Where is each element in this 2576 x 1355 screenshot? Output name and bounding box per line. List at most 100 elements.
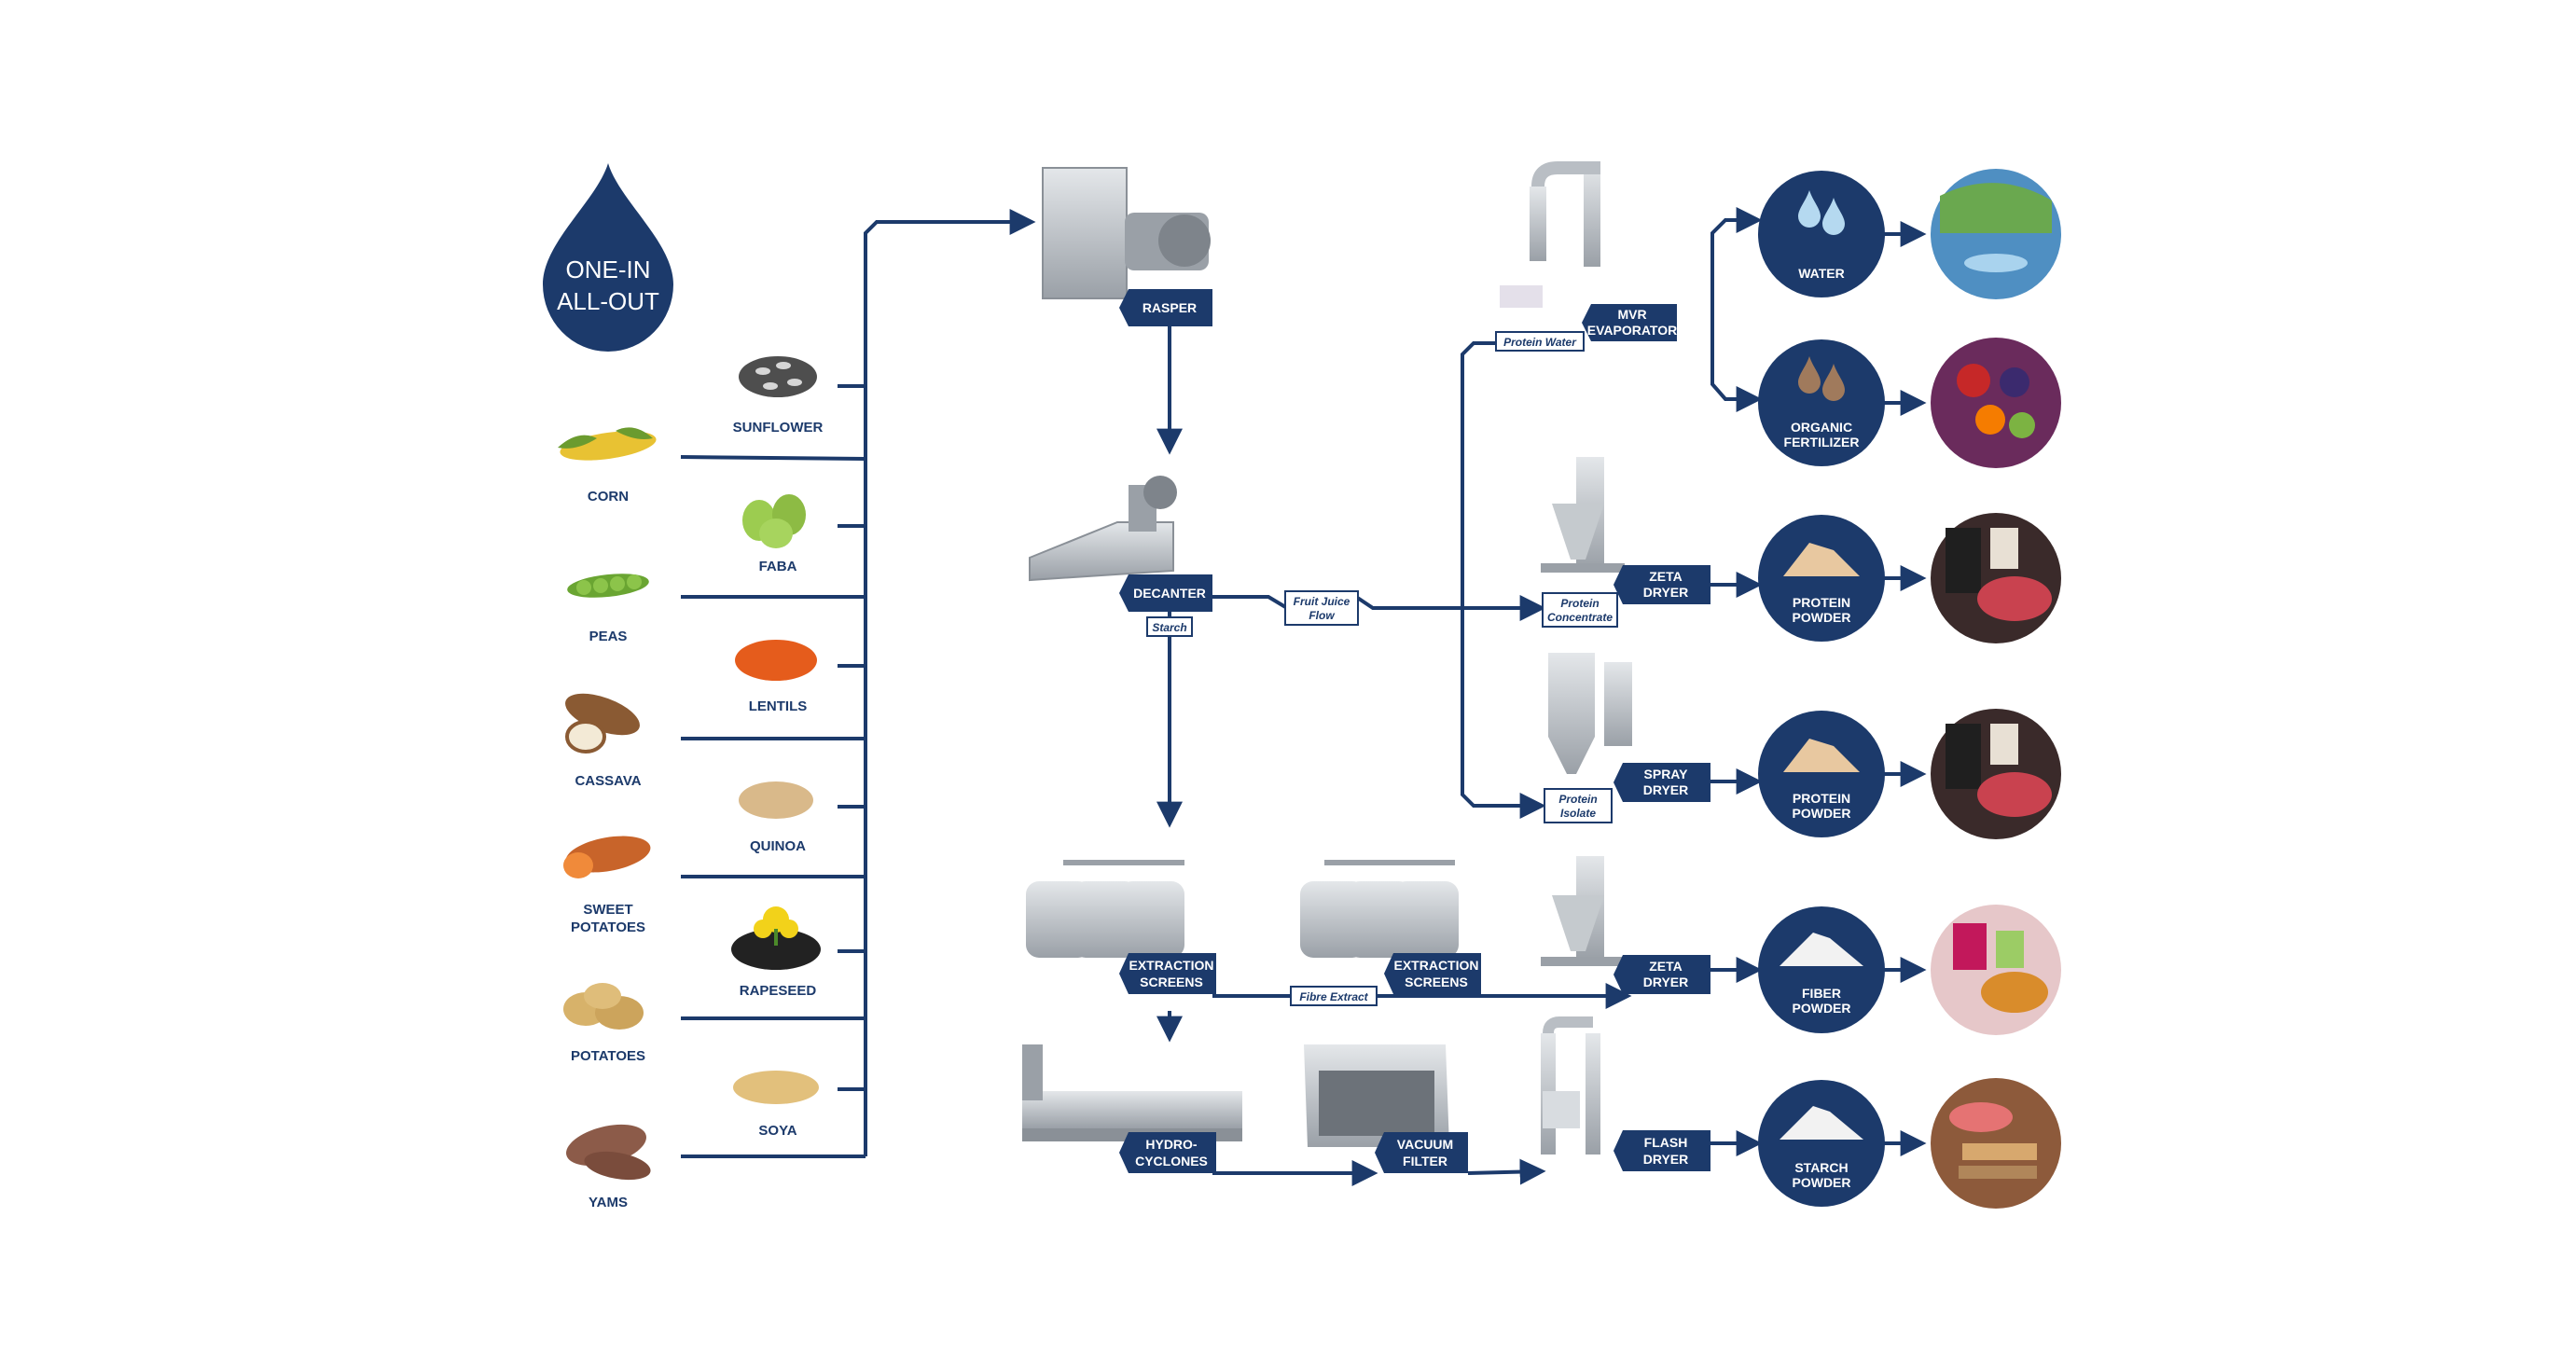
ext2-label-line1: EXTRACTION — [1394, 958, 1479, 973]
flow-protein-conc-line1: Protein — [1560, 597, 1599, 610]
sunflower-image — [739, 356, 817, 397]
hydrocyclones-tag: HYDRO- CYCLONES — [1119, 1132, 1216, 1173]
flow-protein-iso-line2: Isolate — [1560, 807, 1596, 820]
ext1-label-line1: EXTRACTION — [1129, 958, 1214, 973]
flow-fibre-extract: Fibre Extract — [1299, 990, 1368, 1003]
fertilizer-label-line2: FERTILIZER — [1784, 435, 1860, 449]
flow-starch: Starch — [1152, 621, 1186, 634]
output-circles: WATER ORGANIC FERTILIZER PROTEIN POWDER … — [1758, 171, 1885, 1207]
zeta1-label-line1: ZETA — [1649, 569, 1683, 584]
extraction-screens-2-tag: EXTRACTION SCREENS — [1384, 953, 1481, 994]
title-line1: ONE-IN — [566, 256, 651, 283]
process-lines — [1156, 207, 1927, 1186]
label-corn: CORN — [588, 489, 629, 505]
zeta-dryer-2-tag: ZETA DRYER — [1613, 955, 1710, 994]
decanter-machine — [1029, 476, 1177, 582]
decanter-label: DECANTER — [1133, 586, 1206, 601]
fruit-vegetables-photo — [1931, 338, 2061, 468]
vacuum-filter-machine — [1304, 1044, 1449, 1147]
organic-fertilizer-output: ORGANIC FERTILIZER — [1758, 339, 1885, 466]
flow-protein-water: Protein Water — [1503, 336, 1577, 349]
cassava-image — [565, 693, 640, 754]
zeta1-label-line2: DRYER — [1643, 585, 1689, 600]
extraction-screens-1-tag: EXTRACTION SCREENS — [1119, 953, 1216, 994]
hydrocyclones-machine — [1022, 1044, 1242, 1141]
sweet-potatoes-image — [563, 836, 651, 878]
product-images — [1931, 169, 2061, 1209]
vac-label-line1: VACUUM — [1397, 1137, 1453, 1152]
zeta-dryer-1-machine — [1541, 457, 1625, 573]
mvr-evaporator-machine — [1500, 161, 1600, 308]
rasper-label: RASPER — [1143, 300, 1197, 315]
starch-food-photo — [1931, 1078, 2061, 1209]
protein-food-photo-1 — [1931, 513, 2061, 643]
title-line2: ALL-OUT — [557, 287, 659, 315]
fiber-powder-output: FIBER POWDER — [1758, 906, 1885, 1033]
water-output: WATER — [1758, 171, 1885, 297]
protein-powder-2-output: PROTEIN POWDER — [1758, 711, 1885, 837]
extraction-screens-2-machine — [1300, 860, 1459, 958]
protein2-label-line2: POWDER — [1793, 806, 1851, 821]
ext1-label-line2: SCREENS — [1140, 975, 1203, 989]
water-label: WATER — [1798, 266, 1845, 281]
label-quinoa: QUINOA — [750, 838, 806, 854]
flow-protein-conc-line2: Concentrate — [1547, 611, 1613, 624]
flow-fruit-juice-line2: Flow — [1309, 609, 1335, 622]
label-peas: PEAS — [589, 629, 628, 644]
lentils-image — [735, 640, 817, 681]
protein1-label-line1: PROTEIN — [1793, 595, 1850, 610]
label-yams: YAMS — [589, 1195, 628, 1210]
yams-image — [566, 1124, 651, 1181]
protein-powder-1-output: PROTEIN POWDER — [1758, 515, 1885, 642]
corn-image — [558, 427, 657, 461]
hydro-label-line2: CYCLONES — [1135, 1154, 1208, 1168]
rasper-machine — [1042, 167, 1211, 299]
input-images — [558, 356, 821, 1181]
label-soya: SOYA — [758, 1123, 796, 1139]
label-sweet-potatoes: POTATOES — [571, 919, 645, 935]
spray-label-line2: DRYER — [1643, 782, 1689, 797]
label-sweet: SWEET — [583, 902, 632, 918]
fiber-label-line1: FIBER — [1802, 986, 1841, 1001]
hydro-label-line1: HYDRO- — [1145, 1137, 1198, 1152]
mvr-label-line1: MVR — [1617, 307, 1646, 322]
extraction-screens-1-machine — [1026, 860, 1184, 958]
vac-label-line2: FILTER — [1403, 1154, 1447, 1168]
machine-tags: RASPER DECANTER MVR EVAPORATOR ZETA DRYE… — [1119, 289, 1710, 1173]
faba-image — [742, 494, 806, 548]
protein1-label-line2: POWDER — [1793, 610, 1851, 625]
quinoa-image — [739, 781, 813, 819]
fiber-label-line2: POWDER — [1793, 1001, 1851, 1016]
water-photo — [1931, 169, 2061, 299]
peas-image — [567, 574, 649, 598]
label-potatoes: POTATOES — [571, 1048, 645, 1064]
mvr-label-line2: EVAPORATOR — [1587, 323, 1677, 338]
fertilizer-label-line1: ORGANIC — [1791, 420, 1852, 435]
fiber-food-photo — [1931, 905, 2061, 1035]
starch-label-line1: STARCH — [1794, 1160, 1848, 1175]
input-labels-right: SUNFLOWER FABA LENTILS QUINOA RAPESEED S… — [733, 420, 824, 1139]
flash-label-line2: DRYER — [1643, 1152, 1689, 1167]
starch-powder-output: STARCH POWDER — [1758, 1080, 1885, 1207]
one-in-all-out-drop: ONE-IN ALL-OUT — [543, 163, 673, 352]
label-faba: FABA — [759, 559, 797, 574]
rasper-tag: RASPER — [1119, 289, 1212, 326]
rapeseed-image — [731, 906, 821, 970]
vacuum-filter-tag: VACUUM FILTER — [1375, 1132, 1468, 1173]
potatoes-image — [563, 983, 644, 1030]
flow-protein-iso-line1: Protein — [1558, 793, 1597, 806]
label-sunflower: SUNFLOWER — [733, 420, 824, 436]
protein2-label-line1: PROTEIN — [1793, 791, 1850, 806]
flow-fruit-juice-line1: Fruit Juice — [1294, 595, 1350, 608]
protein-food-photo-2 — [1931, 709, 2061, 839]
input-labels-left: CORN PEAS CASSAVA SWEET POTATOES POTATOE… — [571, 489, 645, 1210]
machine-graphics — [1022, 161, 1632, 1155]
spray-dryer-tag: SPRAY DRYER — [1613, 763, 1710, 802]
flow-labels: Protein Water Fruit Juice Flow Starch Pr… — [1146, 331, 1618, 1006]
starch-label-line2: POWDER — [1793, 1175, 1851, 1190]
spray-label-line1: SPRAY — [1644, 767, 1689, 781]
decanter-tag: DECANTER — [1119, 574, 1212, 612]
label-rapeseed: RAPESEED — [740, 983, 817, 999]
